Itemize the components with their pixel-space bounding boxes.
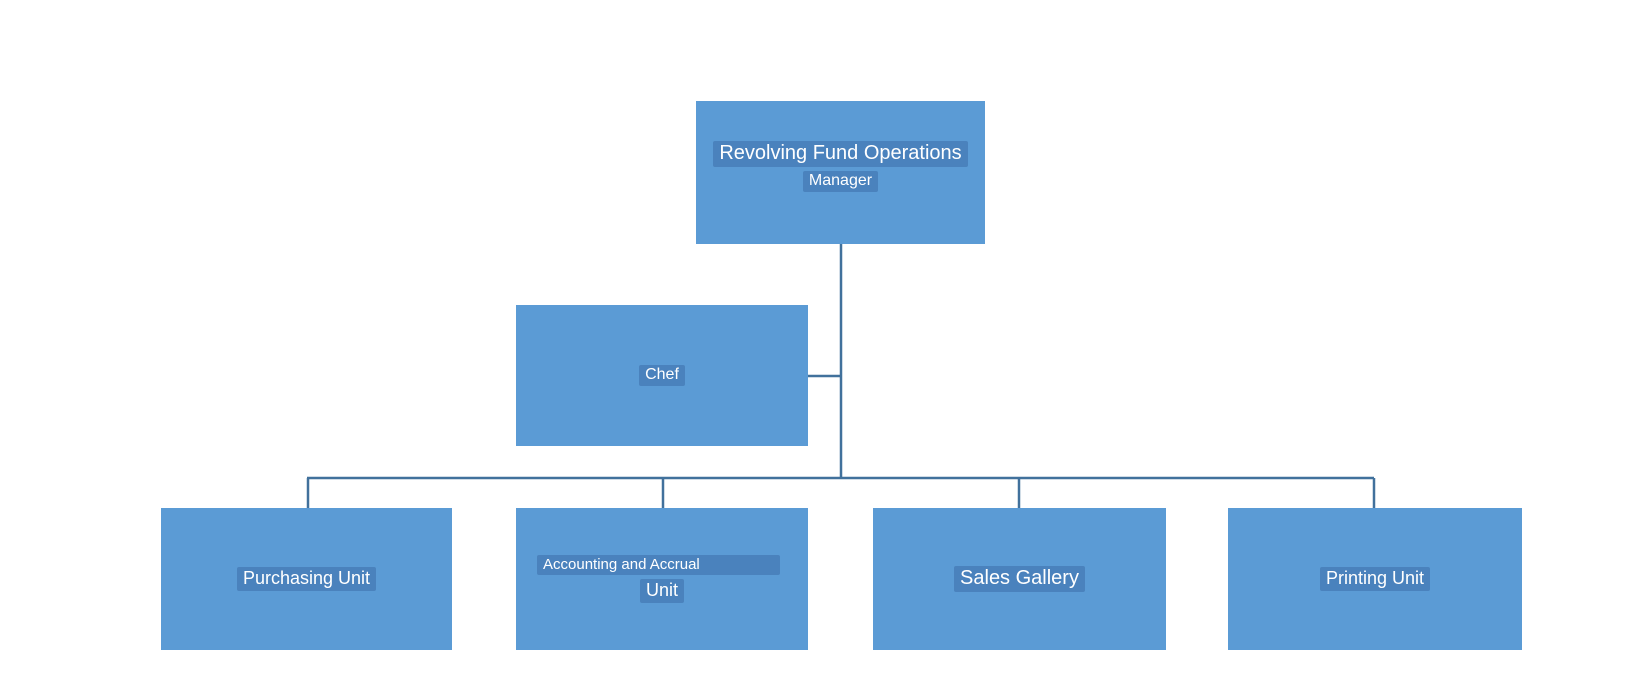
node-label: Manager	[802, 171, 879, 193]
node-label: Chef	[639, 364, 685, 387]
node-label: Printing Unit	[1319, 567, 1431, 591]
node-sales-gallery: Sales Gallery	[873, 508, 1166, 650]
node-label: Revolving Fund Operations	[713, 141, 968, 167]
node-revolving-fund-operations-manager: Revolving Fund Operations Manager	[696, 101, 985, 244]
node-accounting-and-accrual-unit: Accounting and Accrual Unit	[516, 508, 808, 650]
node-label: Unit	[639, 579, 684, 603]
node-purchasing-unit: Purchasing Unit	[161, 508, 452, 650]
node-chef: Chef	[516, 305, 808, 446]
node-printing-unit: Printing Unit	[1228, 508, 1522, 650]
node-label: Purchasing Unit	[236, 567, 377, 591]
node-label: Accounting and Accrual	[537, 555, 780, 576]
node-label: Sales Gallery	[954, 566, 1085, 592]
